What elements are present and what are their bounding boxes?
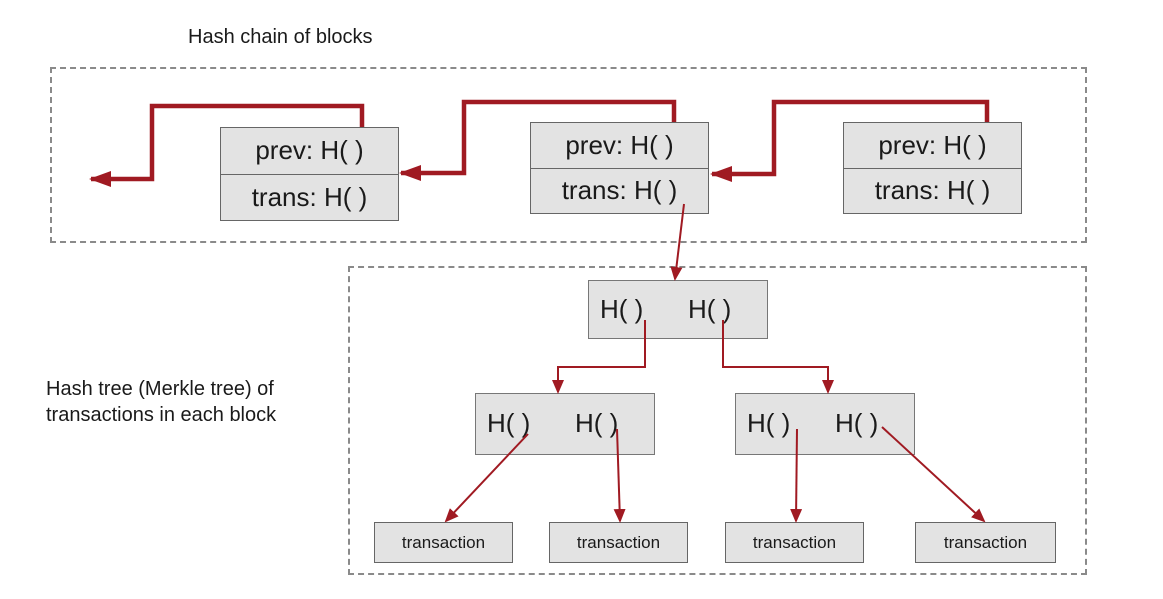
merkle-node-right-right-hash: H( ) <box>835 408 879 438</box>
block-2: prev: H( ) trans: H( ) <box>530 122 709 214</box>
hash-chain-region <box>50 67 1087 243</box>
merkle-node-left-right-hash: H( ) <box>575 408 619 438</box>
transaction-leaf-2: transaction <box>549 522 688 563</box>
block-2-trans-field: trans: H( ) <box>531 167 708 214</box>
merkle-node-right-left-hash: H( ) <box>747 408 791 438</box>
block-3-trans-field: trans: H( ) <box>844 167 1021 214</box>
block-1-trans-field: trans: H( ) <box>221 173 398 221</box>
merkle-tree-caption-line2: transactions in each block <box>46 404 277 426</box>
merkle-node-left-left-hash: H( ) <box>487 408 531 438</box>
hash-chain-caption: Hash chain of blocks <box>188 26 373 48</box>
transaction-leaf-3: transaction <box>725 522 864 563</box>
merkle-tree-caption-line1: Hash tree (Merkle tree) of <box>46 378 274 400</box>
transaction-leaf-4: transaction <box>915 522 1056 563</box>
merkle-root-left-hash: H( ) <box>600 294 644 324</box>
block-2-prev-field: prev: H( ) <box>565 129 674 160</box>
merkle-tree-region <box>348 266 1087 575</box>
block-1: prev: H( ) trans: H( ) <box>220 127 399 221</box>
block-3-prev-field: prev: H( ) <box>878 129 987 160</box>
block-1-prev-field: prev: H( ) <box>255 135 364 166</box>
merkle-root-right-hash: H( ) <box>688 294 732 324</box>
block-3: prev: H( ) trans: H( ) <box>843 122 1022 214</box>
transaction-leaf-1: transaction <box>374 522 513 563</box>
